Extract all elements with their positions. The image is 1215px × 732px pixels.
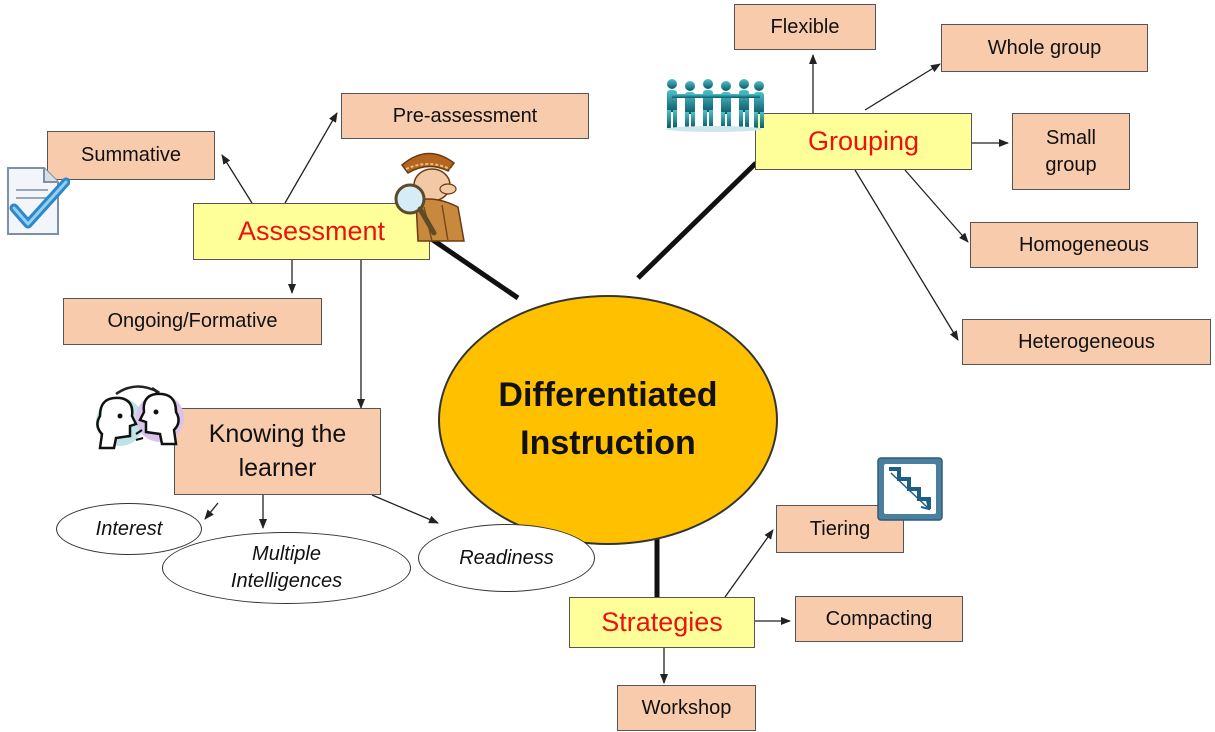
assessment-box: Assessment (193, 203, 430, 260)
compacting-box: Compacting (795, 596, 963, 642)
flexible-box: Flexible (734, 4, 876, 50)
multiple-intelligences-ellipse: Multiple Intelligences (162, 532, 411, 604)
readiness-ellipse: Readiness (418, 524, 595, 592)
small-label: Small (1045, 126, 1096, 149)
assessment-connector (428, 235, 520, 301)
compacting-label: Compacting (825, 607, 933, 630)
detective-icon (394, 152, 465, 242)
center-ellipse: Differentiated Instruction (438, 295, 778, 545)
tiering-label: Tiering (809, 517, 871, 540)
assessment-label: Assessment (237, 216, 386, 246)
intelligences-label: Intelligences (230, 570, 343, 592)
group-label: group (1045, 153, 1097, 176)
whole-group-box: Whole group (941, 24, 1148, 72)
checklist-icon (7, 167, 70, 235)
small-group-box: Small group (1012, 113, 1130, 190)
knowing-learner-box: Knowing the learner (174, 408, 381, 495)
ongoing-formative-label: Ongoing/Formative (107, 310, 278, 332)
interest-label: Interest (95, 517, 163, 540)
strategies-box: Strategies (569, 597, 755, 648)
arrow-readiness (371, 494, 439, 524)
grouping-label: Grouping (807, 126, 920, 156)
pre-assessment-box: Pre-assessment (341, 93, 589, 139)
arrow-homogeneous (904, 169, 969, 243)
knowing-learner-line2: learner (238, 453, 317, 482)
center-title-line1: Differentiated (498, 376, 718, 415)
arrow-summative (221, 154, 253, 204)
arrow-whole (864, 63, 941, 111)
workshop-box: Workshop (617, 685, 756, 731)
arrow-tiering (724, 529, 774, 598)
homogeneous-label: Homogeneous (1018, 233, 1150, 256)
homogeneous-box: Homogeneous (970, 222, 1198, 268)
summative-box: Summative (47, 131, 215, 180)
workshop-label: Workshop (641, 696, 732, 719)
knowing-learner-line1: Knowing the (208, 419, 347, 448)
interest-ellipse: Interest (56, 503, 202, 555)
heterogeneous-box: Heterogeneous (962, 319, 1211, 365)
grouping-connector (636, 161, 758, 280)
whole-group-label: Whole group (987, 36, 1102, 59)
arrow-preassessment (284, 112, 338, 204)
conversation-heads-icon (96, 385, 184, 450)
arrow-interest (204, 502, 219, 520)
readiness-label: Readiness (459, 546, 554, 569)
heterogeneous-label: Heterogeneous (1018, 330, 1155, 353)
people-chain-icon (666, 79, 764, 132)
center-title-line2: Instruction (520, 424, 696, 462)
grouping-box: Grouping (755, 113, 972, 170)
summative-label: Summative (80, 144, 182, 166)
multiple-label: Multiple (252, 543, 321, 565)
arrow-heterogeneous (854, 169, 959, 341)
pre-assessment-label: Pre-assessment (392, 104, 538, 127)
strategies-label: Strategies (601, 607, 723, 637)
ongoing-formative-box: Ongoing/Formative (63, 298, 322, 345)
stairs-icon (877, 457, 943, 521)
flexible-label: Flexible (770, 15, 840, 38)
